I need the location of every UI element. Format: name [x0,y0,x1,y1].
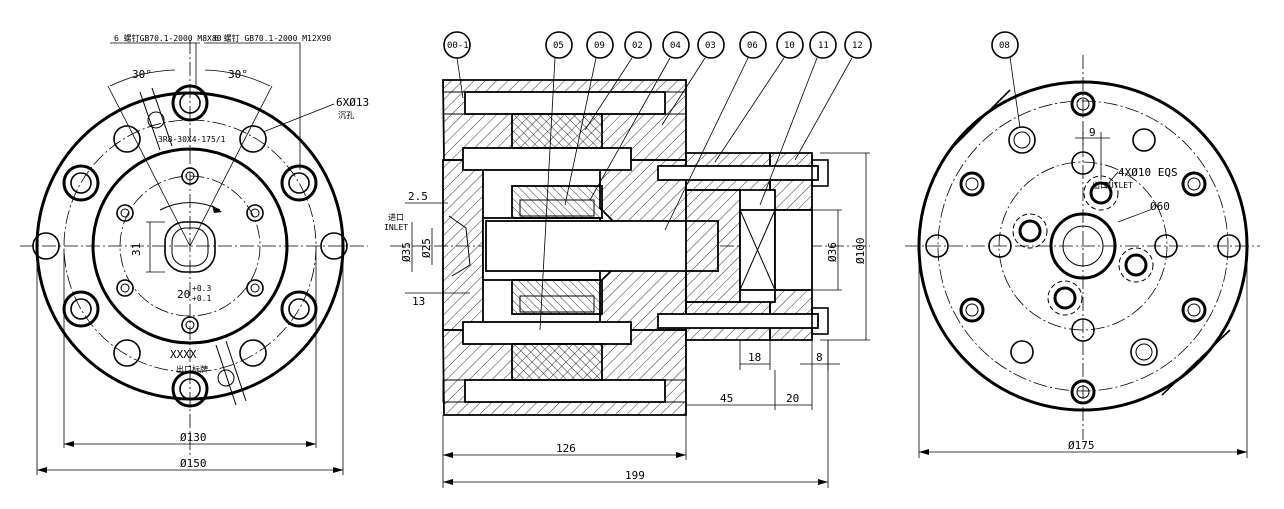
balloon-02: 02 [632,41,643,51]
right-bolt-holes [925,91,1241,405]
balloon-11: 11 [818,41,829,51]
dim-20-tol-lower: +0.1 [192,294,211,303]
balloon-06: 06 [747,41,758,51]
end-cap-outline [917,80,1249,412]
spline-callout: 3R8-30X4-175/1 [158,135,226,144]
dim-13: 13 [412,295,425,308]
dim-9: 9 [1089,126,1096,139]
inlet-cn-label: 进口 [388,213,404,222]
balloon-12: 12 [852,41,863,51]
dim-31: 31 [130,243,143,256]
upper-bolt-bore [464,91,666,115]
inlet-en-label: INLET [384,223,408,232]
callout-m12-screws: 6 螺钉 GB70.1-2000 M12X90 [214,33,331,43]
rear-housing [685,189,741,303]
balloon-03: 03 [705,41,716,51]
angle-left-label: 30° [132,68,152,81]
outlet-en-label: OUTLET [1104,181,1133,190]
outlet-cn-label: 出口 [1092,180,1108,190]
end-cap-upper [769,152,813,211]
balloon-08: 08 [999,41,1010,51]
dim-199: 199 [625,469,645,482]
rotor-upper [511,185,603,219]
marks-label: XXXX [170,348,197,361]
balloon-10: 10 [784,41,795,51]
dim-45: 45 [720,392,733,405]
dim-18: 18 [748,351,761,364]
dim-d25: Ø25 [420,238,433,258]
rotor-lower [511,279,603,315]
dim-d175: Ø175 [1068,439,1095,452]
drive-shaft [485,220,719,272]
balloon-04: 04 [670,41,681,51]
dim-8: 8 [816,351,823,364]
dim-20-tol-upper: +0.3 [192,284,211,293]
holes-note: 沉孔 [338,111,354,120]
dim-d35: Ø35 [400,242,413,262]
holes-callout: 6XØ13 [336,96,369,109]
m8-bolt-holes [116,167,264,334]
dim-d150: Ø150 [180,457,207,470]
dim-d130: Ø130 [180,431,207,444]
dim-d60: Ø60 [1150,200,1170,213]
outlet-holes-callout: 4XØ10 EQS [1118,166,1178,179]
inlet-slot [164,221,216,273]
dim-2-5: 2.5 [408,190,428,203]
dim-d36: Ø36 [826,242,839,262]
outlet-plate-note: 出口标牌 [176,364,208,374]
section-view: 00-1 05 09 02 04 03 06 10 11 12 2.5 进口 I… [384,31,872,488]
dim-20-width: 20 [177,288,190,301]
part-balloons: 00-1 05 09 02 04 03 06 10 11 12 [443,31,872,331]
dim-d100: Ø100 [854,238,867,265]
angle-right-label: 30° [228,68,248,81]
m12-bolt-heads [62,84,318,408]
inner-body-circle [91,147,289,345]
dim-20-rear: 20 [786,392,799,405]
inlet-plate [442,159,484,331]
right-view: 08 9 4XØ10 EQS 出口 OUTLET Ø60 Ø175 [905,31,1260,458]
outlet-holes [1012,175,1154,316]
balloon-05: 05 [553,41,564,51]
thirteen-mm-holes [32,125,348,367]
balloon-09: 09 [594,41,605,51]
center-bore [1049,212,1117,280]
balloon-00-1: 00-1 [447,41,469,51]
dim-126: 126 [556,442,576,455]
left-view: 6 螺钉GB70.1-2000 M8X80 6 螺钉 GB70.1-2000 M… [20,33,369,475]
lower-bolt-bore [464,379,666,403]
callout-m8-screws: 6 螺钉GB70.1-2000 M8X80 [114,33,222,43]
